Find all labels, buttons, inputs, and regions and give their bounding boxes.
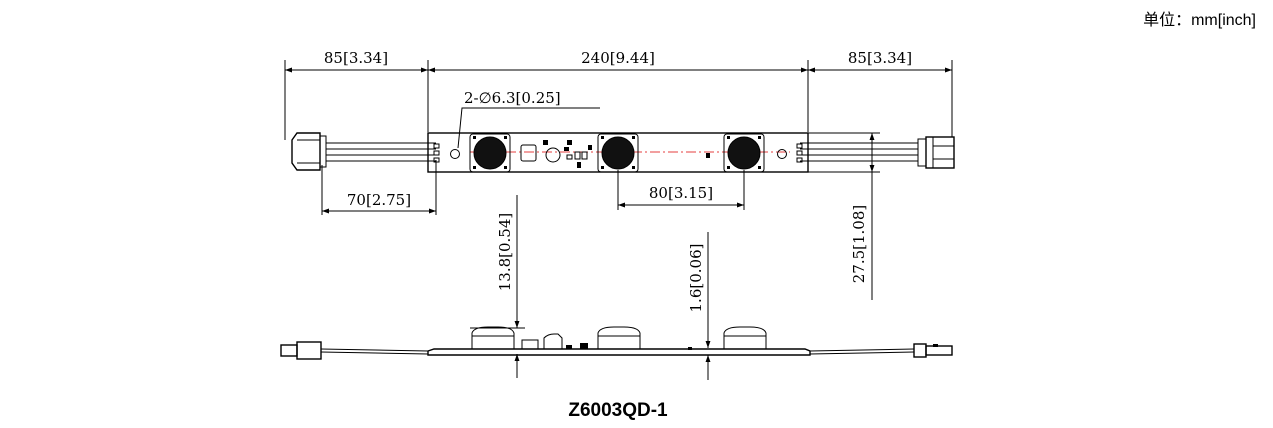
top-view <box>291 132 955 173</box>
mount-hole-right <box>777 149 787 159</box>
dim-height: 13.8[0.54] <box>496 213 514 292</box>
led-module-2 <box>597 133 639 173</box>
dim-led-pitch: 80[3.15] <box>649 184 713 202</box>
right-pads <box>796 143 803 163</box>
led-module-1 <box>469 133 511 173</box>
led-module-3 <box>723 133 765 173</box>
dim-left-offset: 70[2.75] <box>347 191 411 209</box>
right-wires <box>800 142 918 162</box>
model-title: Z6003QD-1 <box>568 400 668 421</box>
side-view <box>280 326 953 360</box>
dim-board-width: 27.5[1.08] <box>850 205 868 284</box>
dim-right-lead: 85[3.34] <box>848 49 912 67</box>
dim-pcb-thickness: 1.6[0.06] <box>687 244 705 313</box>
left-pads <box>433 143 440 163</box>
dim-board-length: 240[9.44] <box>581 49 655 67</box>
dim-mount-hole: 2-∅6.3[0.25] <box>464 89 561 107</box>
driver-components <box>520 140 592 168</box>
mount-hole-left <box>450 149 460 159</box>
right-connector <box>917 136 955 169</box>
left-wires <box>326 142 436 162</box>
dimension-lines <box>284 60 953 380</box>
dim-left-lead: 85[3.34] <box>324 49 388 67</box>
left-connector <box>291 132 327 171</box>
units-note: 单位：mm[inch] <box>1143 11 1256 29</box>
smd-component <box>706 153 710 158</box>
